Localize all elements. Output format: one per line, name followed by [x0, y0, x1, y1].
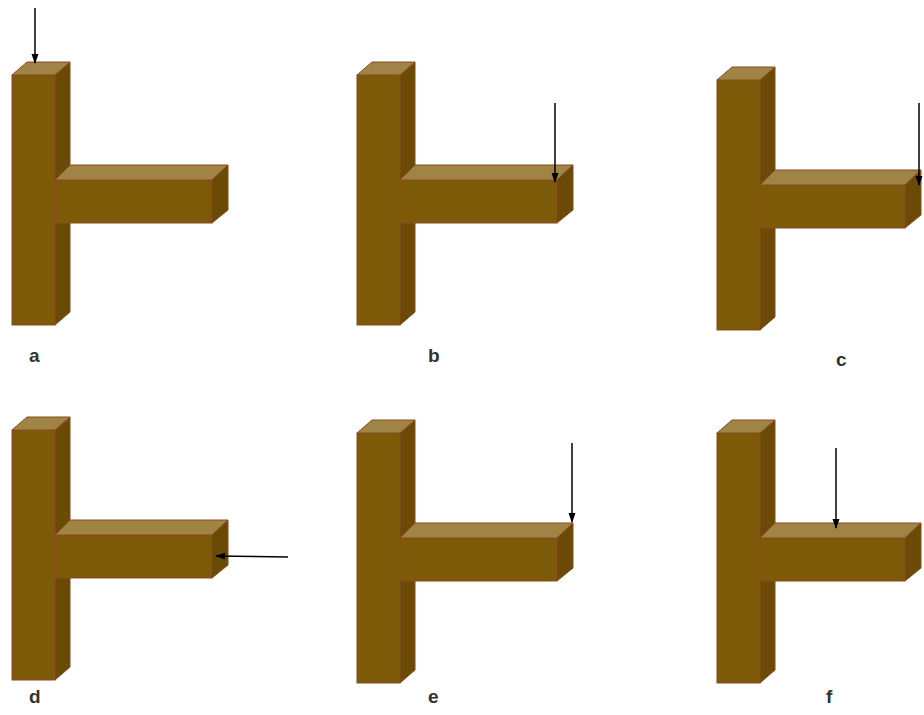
force-arrow [918, 103, 920, 185]
tee-beam [357, 420, 573, 683]
panel-letter: e [428, 686, 439, 708]
force-arrow [34, 8, 36, 63]
tee-beam [12, 62, 228, 325]
panel-letter: f [826, 686, 832, 708]
force-arrow [835, 448, 837, 528]
tee-beam [717, 67, 921, 330]
panel-letter: b [428, 345, 440, 367]
force-arrow [571, 443, 573, 522]
tee-beam [357, 62, 573, 325]
panel-letter: a [29, 345, 40, 367]
force-arrow [216, 556, 288, 557]
panel-letter: c [836, 349, 847, 371]
tee-beam [717, 420, 921, 683]
panel-letter: d [29, 686, 41, 708]
tee-beam [12, 417, 228, 680]
force-arrow [554, 103, 556, 182]
